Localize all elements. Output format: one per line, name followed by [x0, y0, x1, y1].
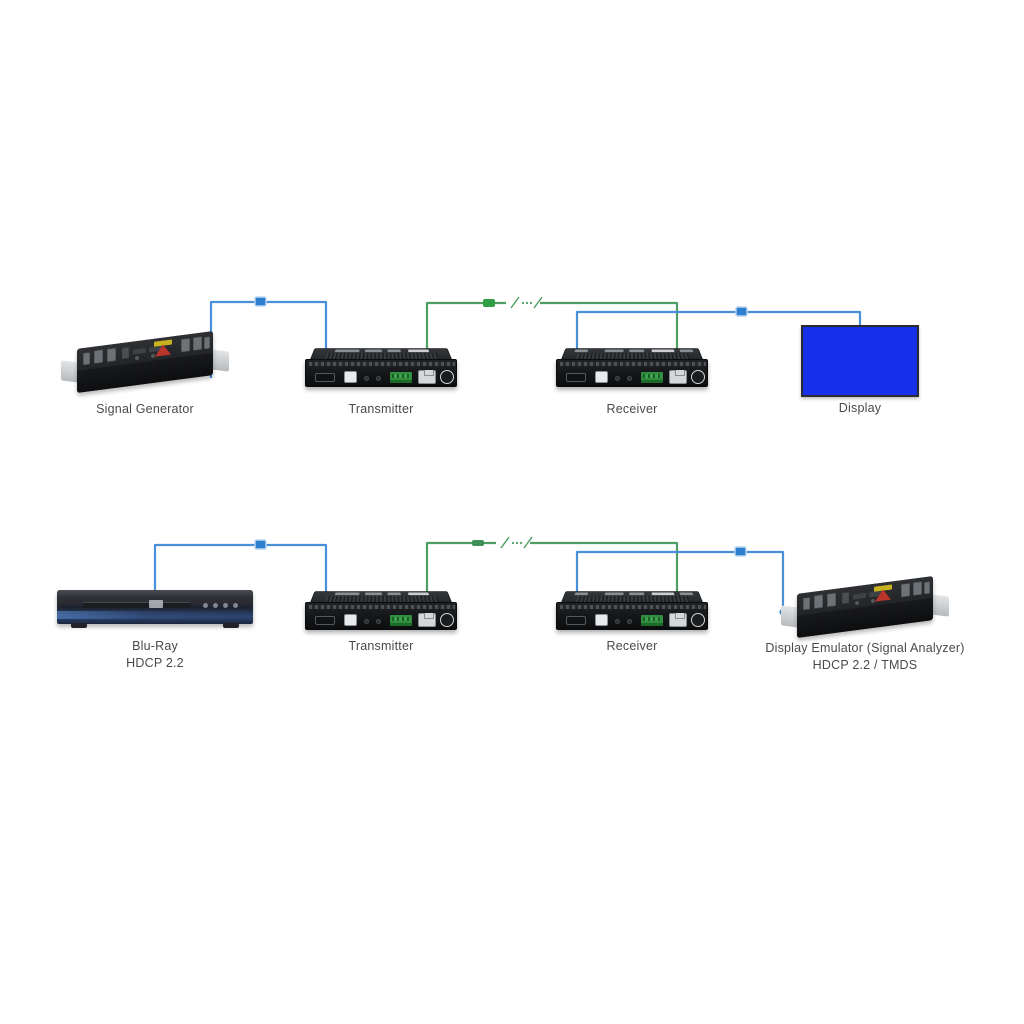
- device-receiver-1[interactable]: [556, 342, 708, 390]
- signal-generator-chassis: [77, 331, 213, 393]
- blu-ray-foot-right: [223, 623, 239, 628]
- display-emulator-bnc-jack: [873, 584, 893, 603]
- receiver-2-function-button[interactable]: [595, 614, 608, 626]
- transmitter-2-rj45-fiber-port[interactable]: [418, 613, 436, 627]
- receiver-2-hdmi-output-port[interactable]: [566, 616, 586, 625]
- receiver-1-front-panel: [556, 359, 708, 387]
- label-blu-ray: Blu-Ray HDCP 2.2: [57, 638, 253, 672]
- cable-marker-hdmi-4: [734, 546, 747, 557]
- cable-break-symbol-1: [510, 296, 543, 309]
- label-display-emulator: Display Emulator (Signal Analyzer) HDCP …: [745, 640, 985, 674]
- receiver-1-phoenix-terminal[interactable]: [641, 372, 663, 383]
- cable-break-symbol-2: [500, 536, 533, 549]
- transmitter-1-function-button[interactable]: [344, 371, 357, 383]
- cable-marker-hdmi-1: [254, 296, 267, 307]
- transmitter-1-vent-strip: [309, 362, 455, 366]
- receiver-2-front-panel: [556, 602, 708, 630]
- transmitter-1-hdmi-input-port[interactable]: [315, 373, 335, 382]
- receiver-2-rj45-fiber-port[interactable]: [669, 613, 687, 627]
- label-receiver-2: Receiver: [606, 639, 658, 653]
- blu-ray-chassis: [57, 590, 253, 624]
- device-transmitter-2[interactable]: [305, 585, 457, 633]
- device-signal-generator[interactable]: [61, 331, 229, 393]
- transmitter-2-hdmi-input-port[interactable]: [315, 616, 335, 625]
- blu-ray-disc-tray[interactable]: [83, 602, 191, 608]
- label-display: Display: [838, 401, 882, 415]
- cable-marker-hdmi-3: [254, 539, 267, 550]
- receiver-1-vent-strip: [560, 362, 706, 366]
- receiver-2-vent-strip: [560, 605, 706, 609]
- cable-marker-hdmi-2: [735, 306, 748, 317]
- label-receiver-1: Receiver: [606, 402, 658, 416]
- cable-marker-fiber-2: [472, 540, 484, 546]
- label-display-emulator-sublabel: HDCP 2.2 / TMDS: [812, 658, 918, 672]
- receiver-1-power-jack[interactable]: [691, 370, 705, 384]
- receiver-1-hdmi-output-port[interactable]: [566, 373, 586, 382]
- transmitter-2-vent-strip: [309, 605, 455, 609]
- transmitter-2-function-button[interactable]: [344, 614, 357, 626]
- receiver-2-power-jack[interactable]: [691, 613, 705, 627]
- transmitter-2-phoenix-terminal[interactable]: [390, 615, 412, 626]
- transmitter-1-front-panel: [305, 359, 457, 387]
- blu-ray-top-bevel: [57, 590, 253, 597]
- label-blu-ray-sublabel: HDCP 2.2: [126, 656, 184, 670]
- transmitter-1-rj45-fiber-port[interactable]: [418, 370, 436, 384]
- blu-ray-front-glow: [57, 611, 253, 619]
- receiver-1-rj45-fiber-port[interactable]: [669, 370, 687, 384]
- transmitter-1-phoenix-terminal[interactable]: [390, 372, 412, 383]
- device-receiver-2[interactable]: [556, 585, 708, 633]
- device-display-monitor[interactable]: [801, 325, 919, 397]
- blu-ray-brand-badge: [149, 600, 163, 608]
- signal-generator-bnc-jack: [153, 339, 173, 358]
- label-signal-generator: Signal Generator: [96, 402, 194, 416]
- receiver-2-phoenix-terminal[interactable]: [641, 615, 663, 626]
- device-blu-ray-player[interactable]: [57, 590, 253, 630]
- transmitter-2-front-panel: [305, 602, 457, 630]
- transmitter-1-power-jack[interactable]: [440, 370, 454, 384]
- transmitter-2-power-jack[interactable]: [440, 613, 454, 627]
- display-emulator-chassis: [797, 576, 933, 638]
- device-transmitter-1[interactable]: [305, 342, 457, 390]
- blu-ray-foot-left: [71, 623, 87, 628]
- cable-marker-fiber-1: [483, 299, 495, 307]
- label-transmitter-2: Transmitter: [348, 639, 414, 653]
- label-transmitter-1: Transmitter: [348, 402, 414, 416]
- device-display-emulator[interactable]: [781, 576, 949, 638]
- receiver-1-function-button[interactable]: [595, 371, 608, 383]
